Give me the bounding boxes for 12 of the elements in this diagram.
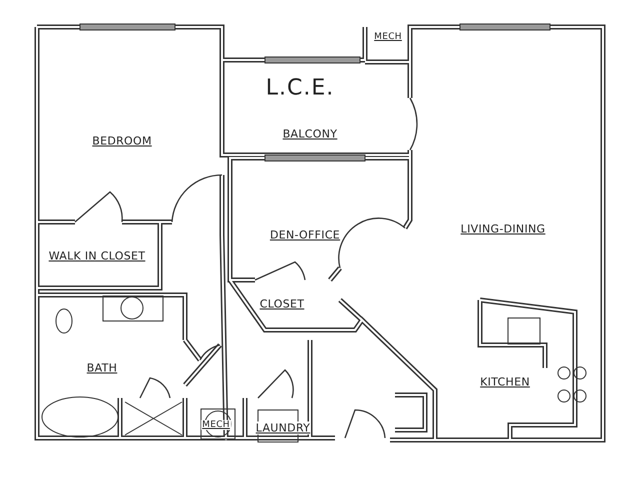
plan-title: L.C.E. — [264, 76, 336, 100]
room-label: BEDROOM — [91, 134, 153, 148]
room-label: MECH — [373, 32, 403, 42]
room-label: MECH — [201, 420, 231, 430]
room-label: KITCHEN — [479, 376, 531, 388]
room-label: BALCONY — [282, 128, 338, 140]
room-label: LAUNDRY — [254, 422, 312, 434]
room-label: CLOSET — [258, 298, 306, 310]
room-label: WALK IN CLOSET — [48, 250, 146, 262]
room-label: BATH — [86, 362, 118, 374]
room-label: LIVING-DINING — [460, 222, 546, 236]
room-label: DEN-OFFICE — [268, 228, 342, 242]
